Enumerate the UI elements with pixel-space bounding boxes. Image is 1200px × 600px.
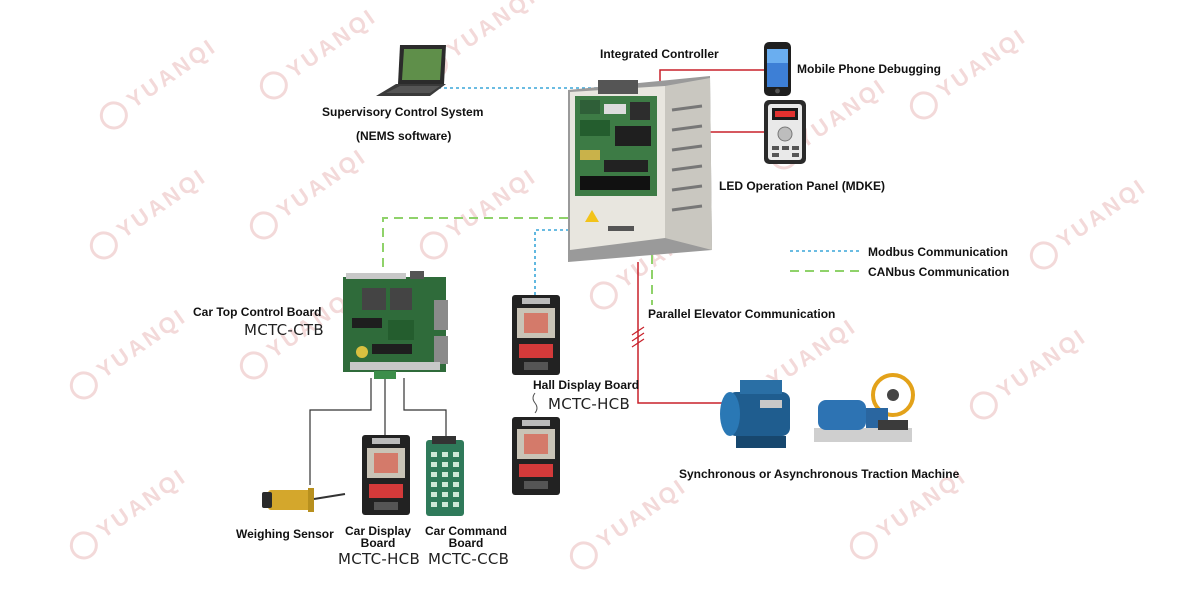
hall-display-board-icon (512, 295, 560, 375)
laptop-icon (376, 45, 446, 96)
supervisory-label: Supervisory Control System (322, 105, 484, 119)
hall-display-model: MCTC-HCB (548, 395, 631, 413)
car-display-label-line2: Board (360, 536, 396, 550)
legend-canbus-label: CANbus Communication (868, 265, 1010, 279)
mobile-phone-label: Mobile Phone Debugging (797, 62, 941, 76)
car-command-board-icon (426, 436, 464, 516)
weighing-sensor-label: Weighing Sensor (236, 527, 334, 541)
traction-machine-icon (814, 373, 915, 442)
car-top-board-model: MCTC-CTB (244, 321, 324, 339)
car-top-board-label: Car Top Control Board (193, 305, 322, 319)
car-command-label-line2: Board (448, 536, 484, 550)
red-line-traction (637, 262, 722, 404)
legend-modbus-label: Modbus Communication (868, 245, 1008, 259)
wire-hall-link (532, 392, 538, 414)
wire-car-command (403, 378, 447, 440)
led-panel-label: LED Operation Panel (MDKE) (719, 179, 886, 193)
car-command-label-line1: Car Command (424, 524, 507, 538)
car-command-label: Car Command Board (420, 525, 512, 549)
car-display-label-line1: Car Display (344, 524, 412, 538)
hall-display-label: Hall Display Board (533, 378, 640, 392)
wire-weighing (309, 378, 372, 485)
traction-label: Synchronous or Asynchronous Traction Mac… (679, 467, 960, 481)
car-display-board-icon (362, 435, 410, 515)
supervisory-sublabel: (NEMS software) (356, 129, 452, 143)
cable-marker (631, 326, 645, 348)
parallel-label: Parallel Elevator Communication (648, 307, 836, 321)
canbus-line-ctb (382, 217, 598, 278)
car-command-model: MCTC-CCB (428, 550, 510, 568)
modbus-line-hall (534, 195, 601, 295)
car-display-model: MCTC-HCB (338, 550, 421, 568)
car-top-board-icon (343, 271, 448, 379)
mobile-phone-icon (764, 42, 791, 96)
weighing-sensor-icon (262, 488, 346, 512)
car-display-label: Car Display Board (340, 525, 416, 549)
traction-machine-icon (720, 380, 790, 448)
led-panel-icon (764, 100, 806, 164)
integrated-controller-icon (568, 76, 712, 262)
hall-display-board-icon (512, 417, 560, 495)
integrated-controller-label: Integrated Controller (600, 47, 719, 61)
